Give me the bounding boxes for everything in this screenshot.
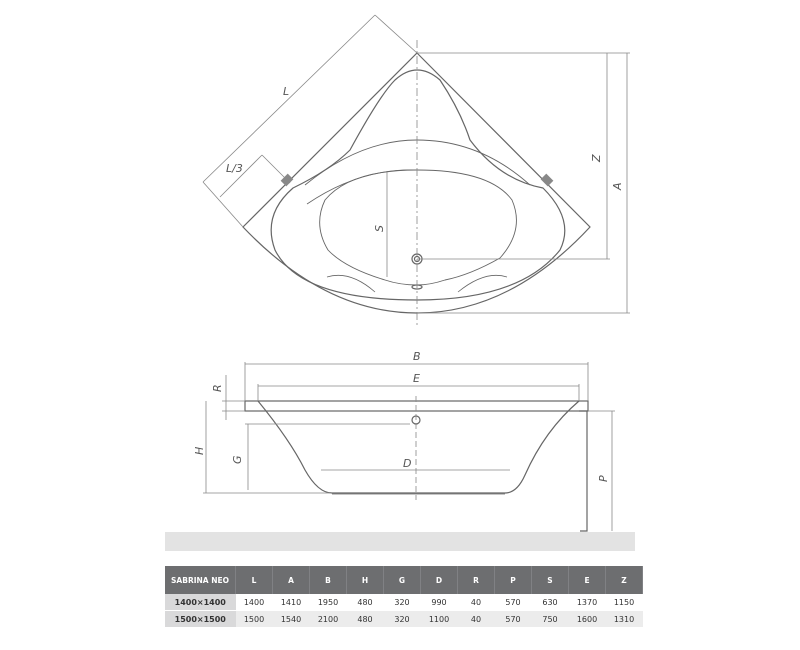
dimensions-table: SABRINA NEO L A B H G D R P S E Z 1400×1… xyxy=(165,566,643,627)
table-row: 1500×1500 1500 1540 2100 480 320 1100 40… xyxy=(165,610,643,627)
label-B: B xyxy=(413,350,421,363)
cell: 480 xyxy=(346,610,384,627)
faucet-left-icon xyxy=(280,173,294,187)
table-row: 1400×1400 1400 1410 1950 480 320 990 40 … xyxy=(165,594,643,611)
header-A: A xyxy=(272,566,310,594)
label-D: D xyxy=(403,457,411,470)
cell: 40 xyxy=(457,610,495,627)
label-E: E xyxy=(413,372,420,385)
armrests xyxy=(326,274,508,293)
cell: 320 xyxy=(383,594,421,611)
faucet-right-icon xyxy=(540,173,554,187)
cell: 2100 xyxy=(309,610,347,627)
side-view: B E R H G D P xyxy=(165,350,635,551)
cell: 480 xyxy=(346,594,384,611)
tub-body-side xyxy=(257,400,580,494)
label-L3: L/3 xyxy=(226,162,243,175)
label-S: S xyxy=(373,225,386,232)
header-P: P xyxy=(494,566,532,594)
cell: 1540 xyxy=(272,610,310,627)
cell: 1600 xyxy=(568,610,606,627)
cell: 1150 xyxy=(605,594,643,611)
table-header-row: SABRINA NEO L A B H G D R P S E Z xyxy=(165,566,643,594)
header-D: D xyxy=(420,566,458,594)
label-H: H xyxy=(193,447,206,455)
header-G: G xyxy=(383,566,421,594)
header-Z: Z xyxy=(605,566,643,594)
header-R: R xyxy=(457,566,495,594)
label-R: R xyxy=(211,384,224,392)
cell: 570 xyxy=(494,594,532,611)
header-E: E xyxy=(568,566,606,594)
cell-size: 1500×1500 xyxy=(165,610,236,627)
label-G: G xyxy=(231,455,244,464)
basin-oval xyxy=(319,169,517,286)
tub-rim-side xyxy=(244,400,589,412)
cell: 320 xyxy=(383,610,421,627)
cell: 1370 xyxy=(568,594,606,611)
cell: 990 xyxy=(420,594,458,611)
cell: 750 xyxy=(531,610,569,627)
cell: 1500 xyxy=(235,610,273,627)
cell: 1410 xyxy=(272,594,310,611)
cell: 40 xyxy=(457,594,495,611)
tub-outline-top xyxy=(242,52,591,314)
cell: 630 xyxy=(531,594,569,611)
cell: 1310 xyxy=(605,610,643,627)
header-H: H xyxy=(346,566,384,594)
header-B: B xyxy=(309,566,347,594)
cell: 1100 xyxy=(420,610,458,627)
cell: 1950 xyxy=(309,594,347,611)
faucet-icons xyxy=(280,173,554,187)
label-A: A xyxy=(611,182,624,191)
tub-rim-inner xyxy=(270,69,566,301)
tub-ledge xyxy=(304,139,531,186)
basin-inner xyxy=(306,169,418,205)
label-Z: Z xyxy=(590,154,603,163)
cell: 1400 xyxy=(235,594,273,611)
header-L: L xyxy=(235,566,273,594)
panel-support xyxy=(579,410,588,532)
label-L: L xyxy=(283,85,289,98)
top-view xyxy=(242,52,591,314)
header-S: S xyxy=(531,566,569,594)
header-model: SABRINA NEO xyxy=(165,566,236,594)
top-dimensions xyxy=(202,14,630,325)
floor xyxy=(165,532,635,551)
cell-size: 1400×1400 xyxy=(165,594,236,611)
label-P: P xyxy=(597,475,610,482)
cell: 570 xyxy=(494,610,532,627)
